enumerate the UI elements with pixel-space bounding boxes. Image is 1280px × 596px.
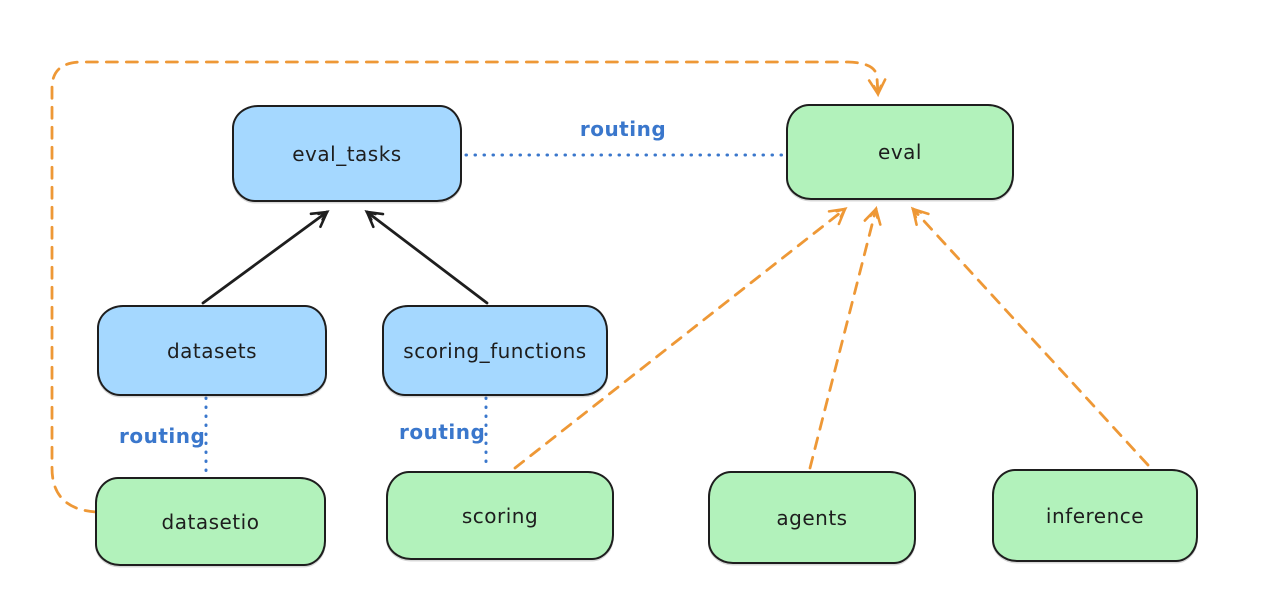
- routing-label-eval_tasks-eval: routing: [579, 117, 667, 141]
- node-inference: inference: [992, 469, 1198, 562]
- node-agents: agents: [708, 471, 916, 564]
- node-datasets-label: datasets: [166, 338, 258, 363]
- node-scoring-label: scoring: [461, 503, 539, 528]
- node-datasetio-label: datasetio: [161, 509, 260, 534]
- node-agents-label: agents: [776, 505, 848, 530]
- node-eval_tasks: eval_tasks: [232, 105, 462, 202]
- node-datasets: datasets: [97, 305, 327, 396]
- node-eval-label: eval: [878, 140, 922, 164]
- edge-agents-to-eval: [808, 205, 882, 470]
- node-inference-label: inference: [1045, 503, 1145, 528]
- node-scoring: scoring: [386, 471, 614, 560]
- edge-datasets-to-eval_tasks: [201, 210, 330, 305]
- routing-label-scoring_functions-scoring: routing: [399, 420, 486, 444]
- node-eval_tasks-label: eval_tasks: [292, 141, 402, 166]
- node-eval: eval: [786, 104, 1014, 200]
- edge-inference-to-eval: [910, 206, 1150, 467]
- node-scoring_functions: scoring_functions: [382, 305, 608, 396]
- edge-scoring_functions-to-eval_tasks: [364, 210, 489, 305]
- routing-label-datasets-datasetio: routing: [119, 424, 206, 448]
- node-datasetio: datasetio: [95, 477, 326, 566]
- node-scoring_functions-label: scoring_functions: [403, 338, 587, 363]
